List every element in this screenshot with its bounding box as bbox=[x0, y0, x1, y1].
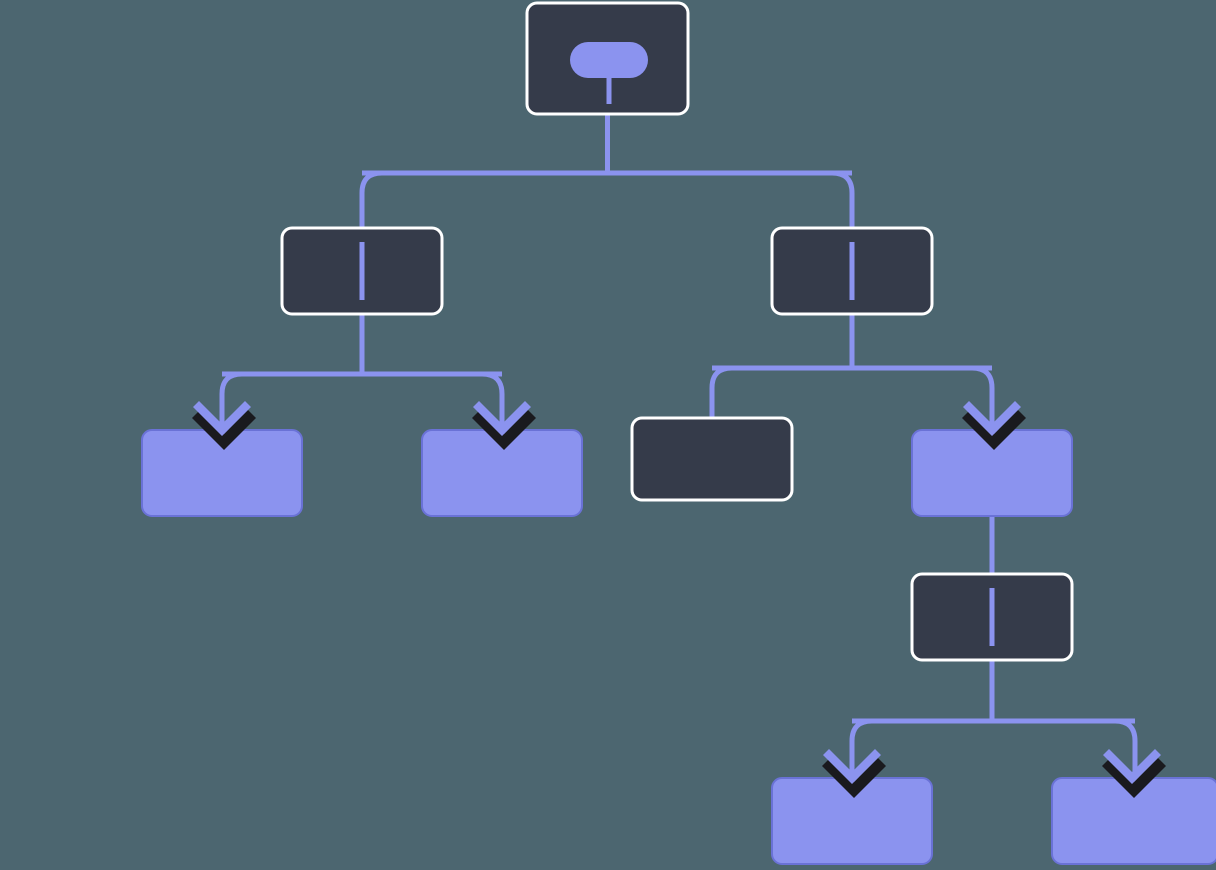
node-box-dark bbox=[630, 416, 794, 502]
tree-edge bbox=[359, 314, 505, 432]
arrowhead-chevron bbox=[473, 401, 531, 436]
node-badge-stem bbox=[606, 76, 612, 104]
edge-arrowhead bbox=[962, 401, 1026, 450]
edge-arrowhead bbox=[192, 401, 256, 450]
edge-arrowhead bbox=[822, 749, 886, 798]
tree-node-n0[interactable] bbox=[525, 1, 690, 116]
node-layer bbox=[141, 1, 1216, 865]
arrowhead-chevron bbox=[823, 749, 881, 784]
arrowhead-chevron bbox=[1103, 749, 1161, 784]
tree-edge bbox=[989, 660, 1138, 780]
arrow-layer bbox=[192, 401, 1166, 798]
tree-node-n2[interactable] bbox=[770, 226, 934, 316]
tree-node-n5[interactable] bbox=[630, 416, 794, 502]
tree-edge bbox=[359, 114, 610, 228]
tree-node-n7[interactable] bbox=[910, 572, 1074, 662]
arrowhead-chevron bbox=[963, 401, 1021, 436]
arrowhead-chevron bbox=[193, 401, 251, 436]
node-badge-pill bbox=[570, 42, 648, 78]
tree-node-n1[interactable] bbox=[280, 226, 444, 316]
tree-edge bbox=[605, 114, 855, 228]
edge-arrowhead bbox=[472, 401, 536, 450]
tree-edge bbox=[709, 314, 855, 418]
edge-arrowhead bbox=[1102, 749, 1166, 798]
tree-edge bbox=[849, 314, 995, 432]
